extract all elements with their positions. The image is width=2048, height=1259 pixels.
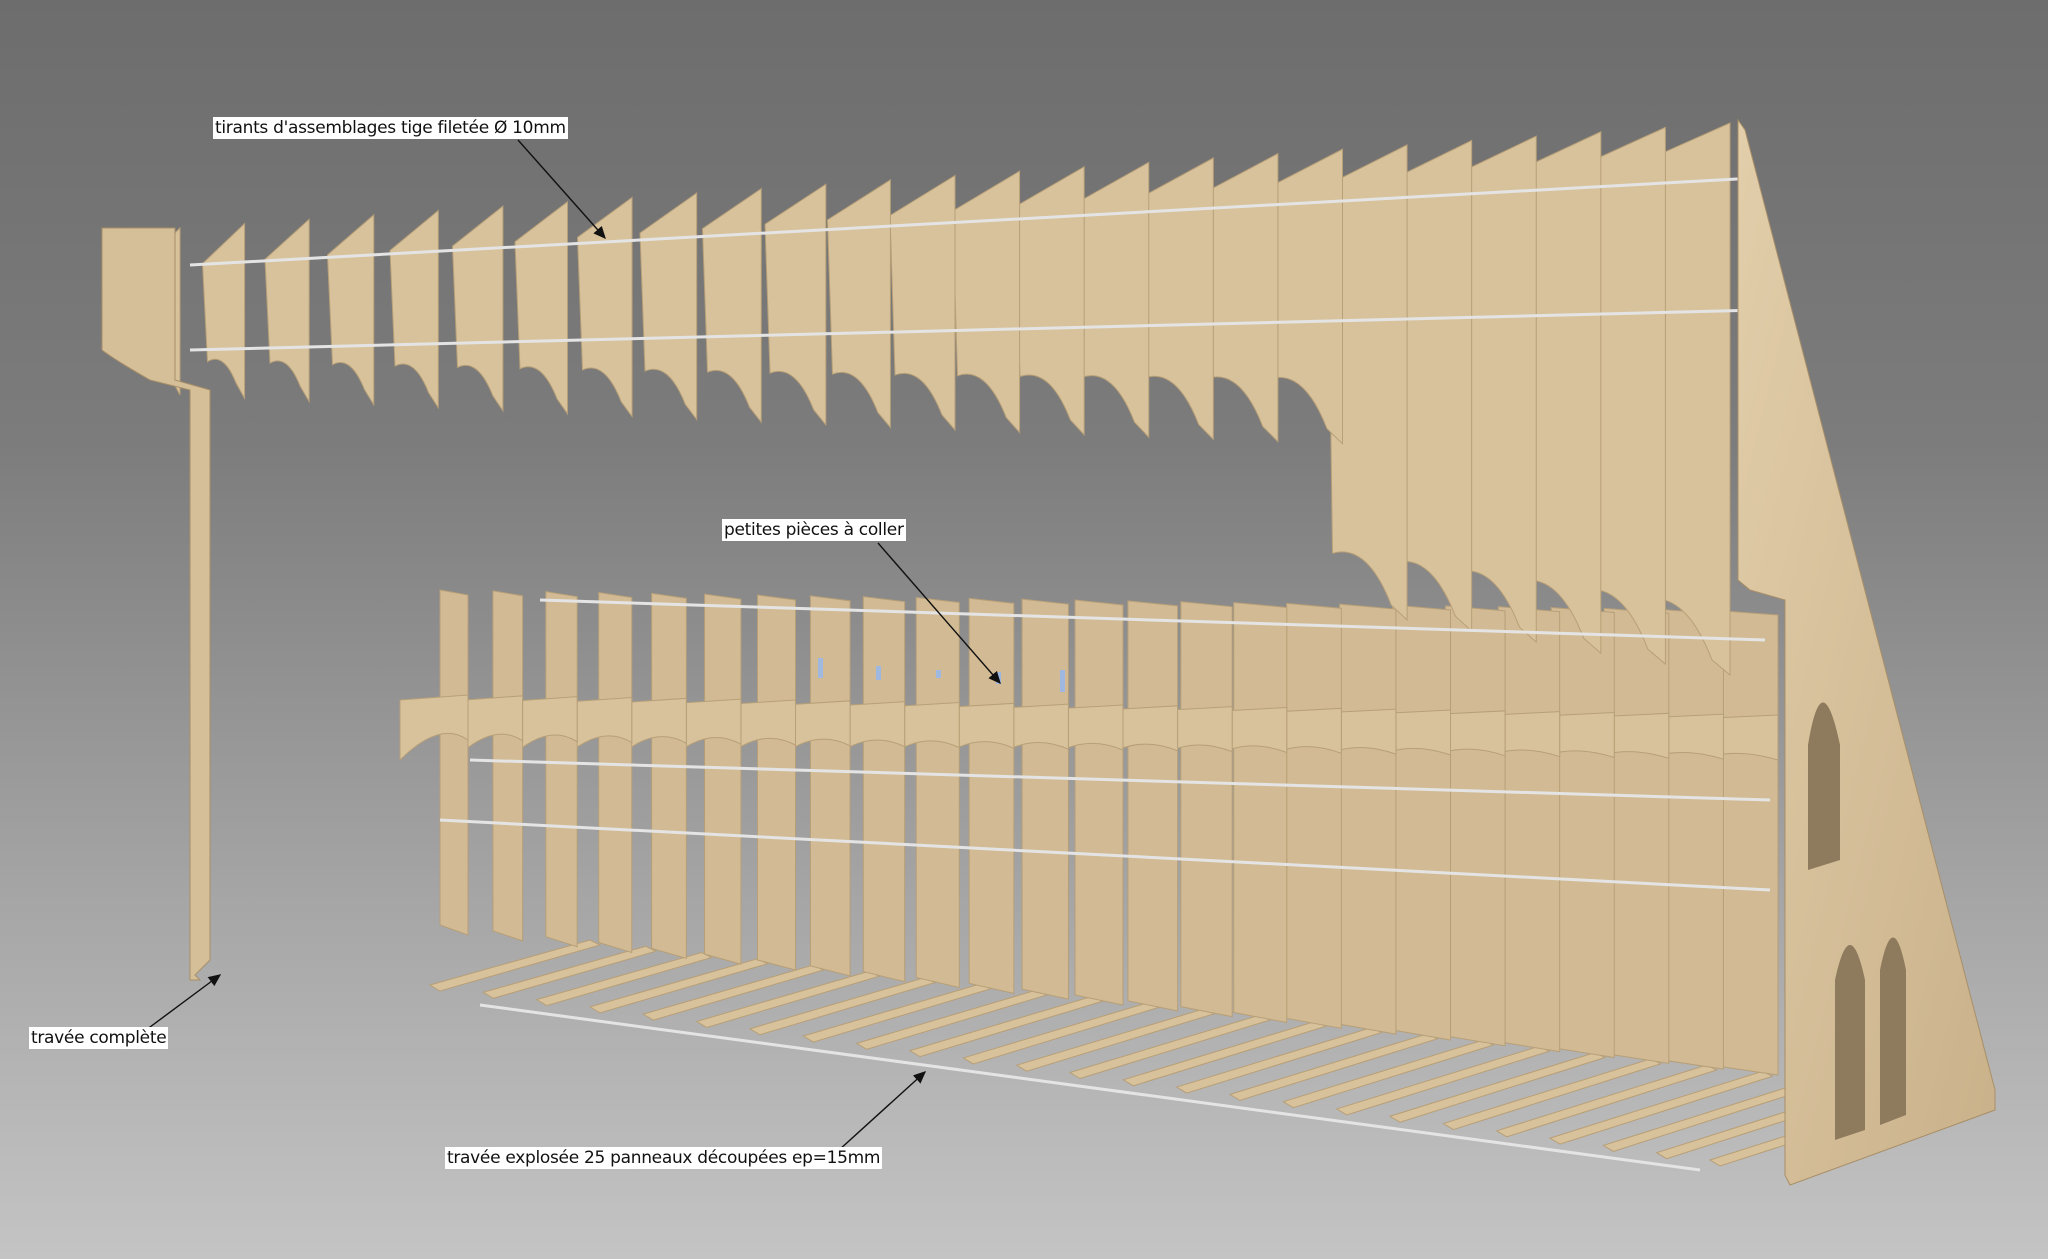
upper-triangular-panels <box>139 122 1731 677</box>
lower-panel <box>968 597 1015 994</box>
lower-panel <box>1074 599 1124 1006</box>
lower-panel-bracket <box>399 694 469 762</box>
upper-panel <box>514 200 568 416</box>
right-panel-arches <box>1808 702 1906 1140</box>
upper-panel <box>1076 161 1150 439</box>
floor-beam <box>1228 1033 1439 1101</box>
floor-beam <box>535 951 714 1007</box>
lower-panel <box>915 596 960 989</box>
floor-beam <box>1495 1064 1718 1138</box>
lower-panel <box>651 592 687 959</box>
floor-beam <box>642 964 825 1021</box>
leader-lines <box>145 139 1001 1161</box>
tie-rod <box>189 308 1761 352</box>
floor-beam <box>1388 1051 1607 1123</box>
upper-panel <box>701 187 762 424</box>
lower-panel <box>1233 601 1288 1024</box>
tie-rod <box>469 758 1771 802</box>
lower-panel <box>809 595 851 977</box>
floor-beam <box>1335 1045 1551 1116</box>
right-end-panel <box>1737 118 1996 1186</box>
floor-beam <box>1442 1058 1663 1131</box>
floor-beam <box>908 995 1104 1058</box>
upper-panel <box>576 196 633 419</box>
upper-panel <box>889 174 956 432</box>
lower-panel <box>1497 606 1561 1053</box>
upper-panel <box>764 183 827 427</box>
floor-beam <box>428 939 602 992</box>
floor-beam <box>1015 1008 1216 1072</box>
lower-panel <box>1286 602 1342 1029</box>
lower-panel <box>492 590 524 942</box>
floor-beam <box>802 983 993 1043</box>
upper-panel <box>264 218 310 404</box>
lower-panel <box>1550 606 1615 1059</box>
tie-rods <box>189 176 1771 1172</box>
floor-beam <box>588 958 769 1014</box>
label-exploded-bay: travée explosée 25 panneaux découpées ep… <box>445 1147 883 1169</box>
upper-panel <box>451 205 504 413</box>
lower-panel <box>1180 601 1233 1018</box>
label-small-parts: petites pièces à coller <box>722 519 906 541</box>
lower-panel <box>1021 598 1069 1000</box>
upper-panel <box>326 213 375 407</box>
floor-beam <box>1068 1014 1272 1080</box>
floor-beam <box>1122 1020 1328 1087</box>
lower-panel <box>545 591 578 948</box>
tie-rod <box>439 818 1771 892</box>
upper-panel <box>1326 144 1408 622</box>
lower-panels <box>399 589 1779 1076</box>
floor-beam <box>1175 1026 1384 1094</box>
lower-panel <box>1392 604 1451 1041</box>
upper-panel <box>951 170 1021 434</box>
lower-panel <box>439 589 469 936</box>
floor-beam <box>962 1001 1160 1065</box>
lower-panel <box>598 591 633 954</box>
upper-panel <box>639 192 698 421</box>
floor-beams <box>428 939 1942 1167</box>
floor-beam <box>855 989 1049 1050</box>
floor-beam <box>1282 1039 1495 1109</box>
floor-beam <box>695 970 881 1029</box>
floor-beam <box>1548 1070 1774 1145</box>
lower-panel <box>862 596 906 983</box>
lower-panel <box>757 594 796 971</box>
tie-rod <box>189 176 1756 267</box>
lower-panel <box>704 593 742 965</box>
label-tie-rods: tirants d'assemblages tige filetée Ø 10m… <box>213 117 568 139</box>
upper-panel <box>1139 157 1214 441</box>
end-panels <box>101 118 1996 1186</box>
tie-rod <box>539 598 1766 642</box>
complete-bay-block <box>101 227 211 981</box>
floor-beam <box>482 945 658 999</box>
upper-panel <box>826 178 891 429</box>
lower-panel <box>1127 600 1179 1012</box>
upper-panel <box>201 222 246 401</box>
floor-beam <box>748 976 937 1036</box>
label-complete-bay: travée complète <box>29 1027 169 1049</box>
upper-panel <box>1014 165 1085 437</box>
lower-panel <box>1444 605 1506 1047</box>
lower-panel <box>1339 603 1397 1035</box>
upper-panel <box>389 209 439 410</box>
tie-rod <box>479 1003 1701 1172</box>
